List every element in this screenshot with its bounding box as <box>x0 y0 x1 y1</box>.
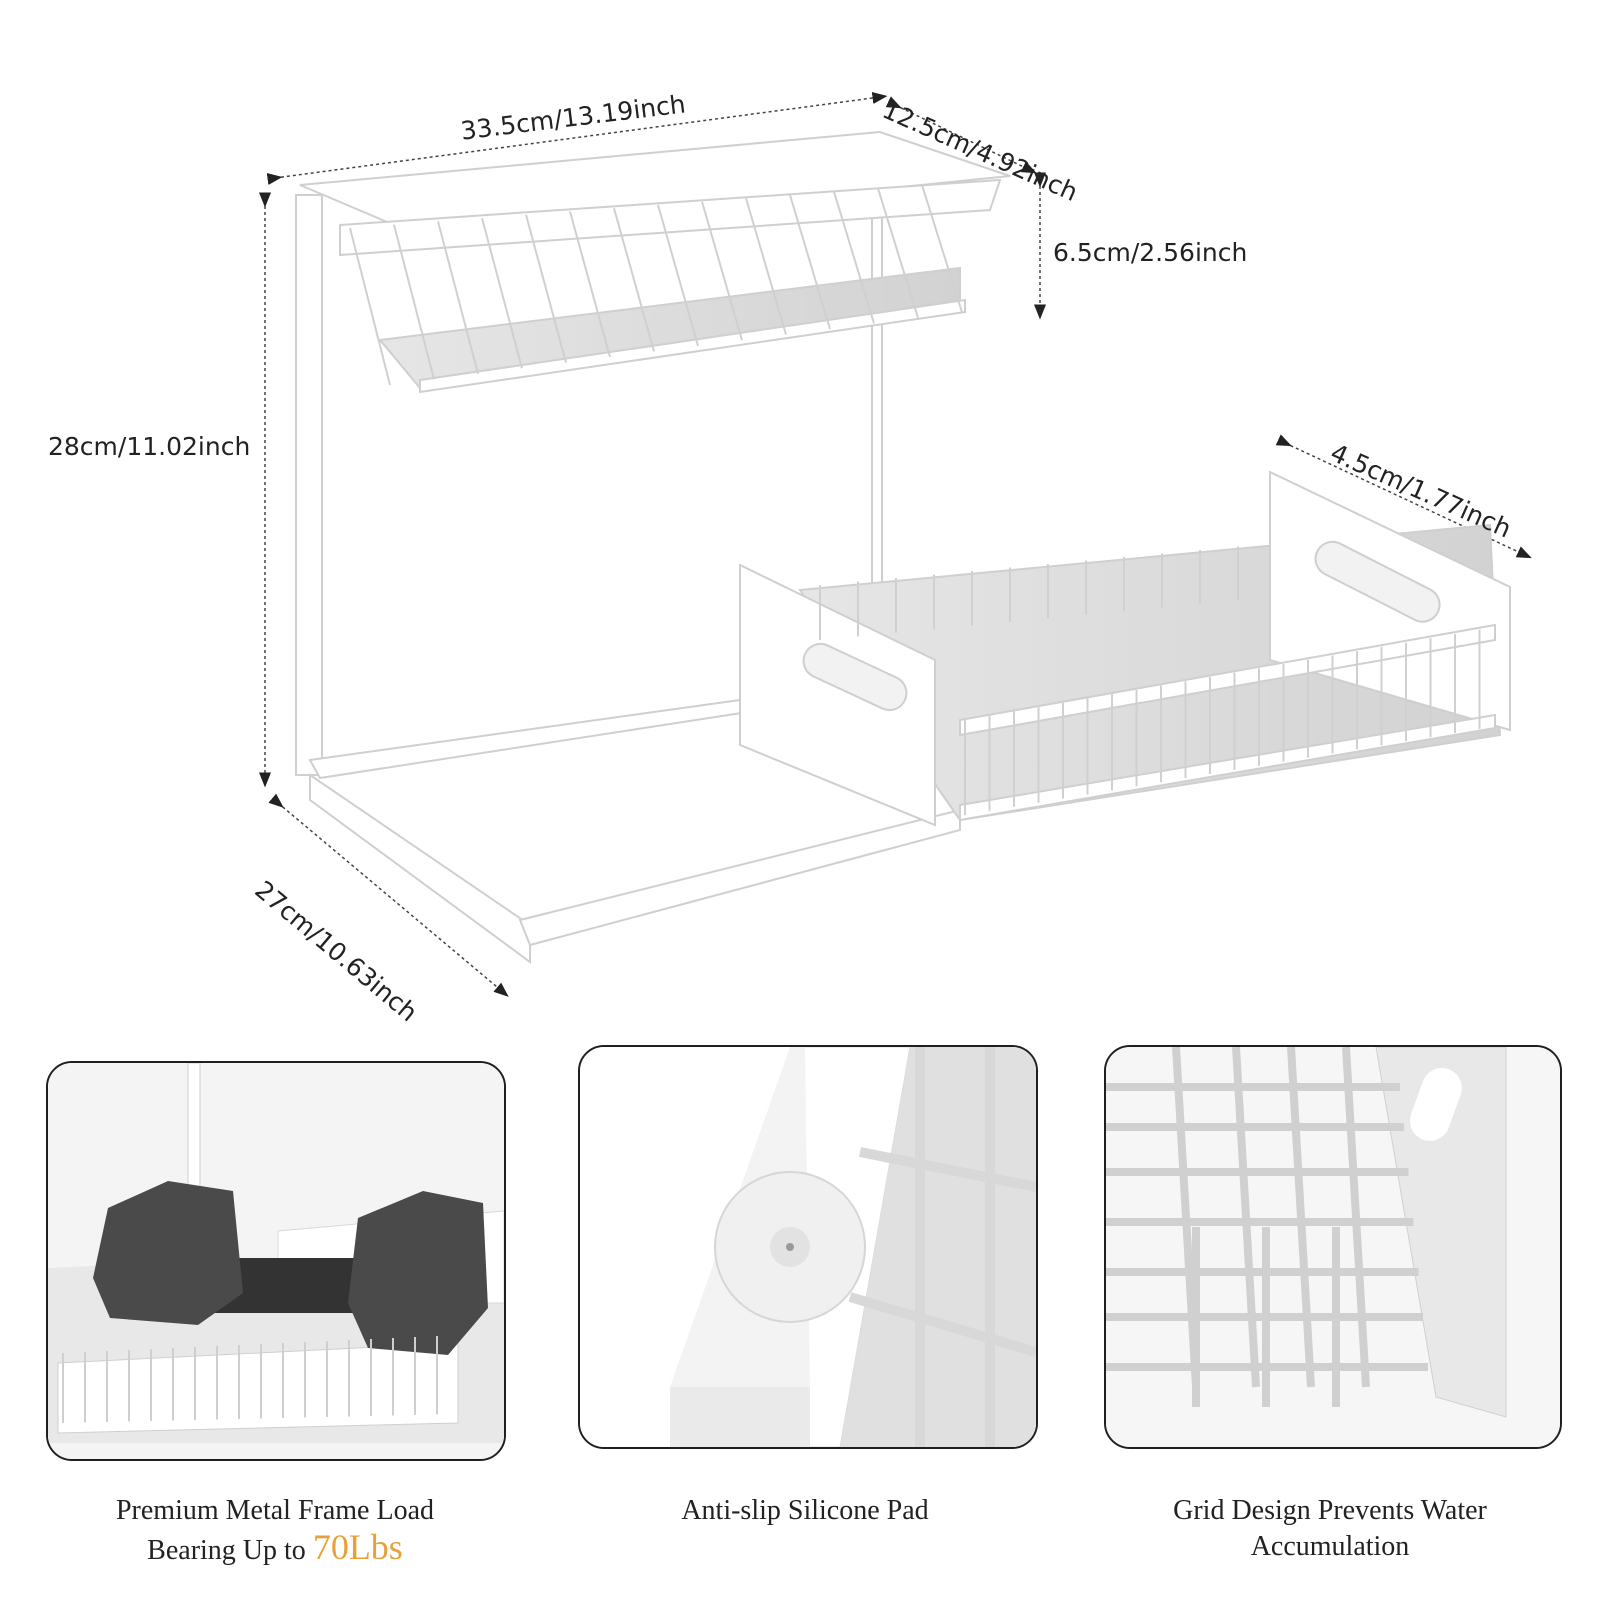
dumbbell-left-weight <box>93 1181 243 1325</box>
caption-grid-line1: Grid Design Prevents Water <box>1173 1495 1487 1526</box>
feature-panel-grid <box>1104 1045 1562 1449</box>
silicone-pad-illustration <box>580 1047 1036 1447</box>
dumbbell-illustration <box>48 1063 504 1459</box>
dimension-total-height: 28cm/11.02inch <box>48 432 251 461</box>
caption-grid-line2: Accumulation <box>1250 1531 1410 1562</box>
bottom-basket-wires <box>819 546 1481 815</box>
caption-pad-line1: Anti-slip Silicone Pad <box>681 1495 929 1526</box>
caption-load-prefix: Bearing Up to <box>147 1535 306 1566</box>
dimension-basket-height: 6.5cm/2.56inch <box>1053 238 1248 267</box>
top-basket <box>299 130 1011 394</box>
feature-panel-load <box>46 1061 506 1461</box>
caption-load-line2: Bearing Up to 70Lbs <box>40 1529 510 1569</box>
grid-illustration <box>1106 1047 1560 1447</box>
top-basket-wires <box>349 184 963 386</box>
caption-load: Premium Metal Frame Load Bearing Up to 7… <box>40 1493 510 1569</box>
dumbbell-right-weight <box>348 1191 488 1355</box>
bottom-basket <box>739 470 1511 827</box>
load-capacity-highlight: 70Lbs <box>312 1527 403 1567</box>
caption-grid: Grid Design Prevents Water Accumulation <box>1095 1493 1565 1565</box>
caption-load-line1: Premium Metal Frame Load <box>115 1495 435 1526</box>
feature-panel-pad <box>578 1045 1038 1449</box>
dimension-lines <box>259 92 1532 997</box>
rack-frame <box>295 139 961 964</box>
caption-pad: Anti-slip Silicone Pad <box>570 1493 1040 1529</box>
product-illustration <box>259 92 1532 997</box>
